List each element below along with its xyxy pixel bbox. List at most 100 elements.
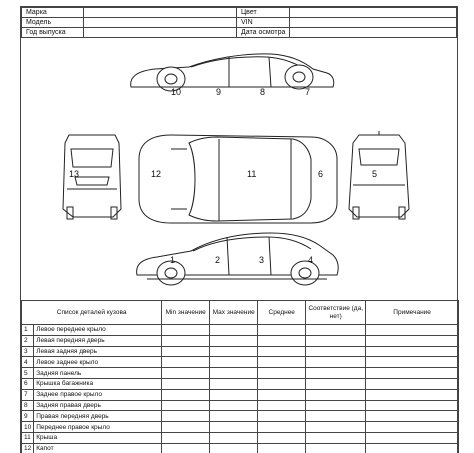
compliance-cell[interactable] [305, 421, 367, 433]
part-name: Капот [33, 442, 163, 453]
compliance-cell[interactable] [305, 410, 367, 423]
note-cell[interactable] [365, 334, 459, 347]
row-number: 10 [20, 421, 35, 433]
average-cell[interactable] [257, 377, 307, 390]
inspection-date-field[interactable] [289, 27, 457, 38]
column-header-compliance: Соответствие (да, нет) [305, 300, 367, 325]
min-value-cell[interactable] [161, 324, 211, 336]
note-cell[interactable] [365, 377, 459, 390]
part-name: Левое заднее крыло [33, 356, 163, 369]
max-value-cell[interactable] [209, 388, 259, 401]
row-number: 1 [20, 324, 35, 336]
row-number: 2 [20, 334, 35, 347]
min-value-cell[interactable] [161, 431, 211, 444]
row-number: 4 [20, 356, 35, 369]
min-value-cell[interactable] [161, 410, 211, 423]
average-cell[interactable] [257, 421, 307, 433]
note-cell[interactable] [365, 356, 459, 369]
average-cell[interactable] [257, 345, 307, 358]
note-cell[interactable] [365, 324, 459, 336]
info-row: Год выпуска Дата осмотра [21, 27, 457, 38]
row-number: 3 [20, 345, 35, 358]
zone-number: 6 [318, 169, 324, 179]
info-row: Модель VIN [21, 17, 457, 28]
max-value-cell[interactable] [209, 367, 259, 379]
compliance-cell[interactable] [305, 388, 367, 401]
car-left-side-view [136, 232, 339, 286]
zone-number: 5 [372, 169, 378, 179]
brand-field[interactable] [83, 7, 237, 18]
average-cell[interactable] [257, 356, 307, 369]
max-value-cell[interactable] [209, 442, 259, 453]
average-cell[interactable] [257, 367, 307, 379]
zone-number: 12 [151, 169, 162, 179]
max-value-cell[interactable] [209, 377, 259, 390]
note-cell[interactable] [365, 345, 459, 358]
note-cell[interactable] [365, 431, 459, 444]
max-value-cell[interactable] [209, 356, 259, 369]
max-value-cell[interactable] [209, 431, 259, 444]
year-field[interactable] [83, 27, 237, 38]
row-number: 11 [20, 431, 35, 444]
compliance-cell[interactable] [305, 377, 367, 390]
average-cell[interactable] [257, 410, 307, 423]
min-value-cell[interactable] [161, 345, 211, 358]
max-value-cell[interactable] [209, 324, 259, 336]
part-name: Крыша [33, 431, 163, 444]
column-header-min: Min значение [161, 300, 211, 325]
part-name: Задняя панель [33, 367, 163, 379]
table-header-row: Список деталей кузова Min значение Max з… [20, 300, 459, 325]
column-header-max: Max значение [209, 300, 259, 325]
average-cell[interactable] [257, 399, 307, 412]
max-value-cell[interactable] [209, 421, 259, 433]
average-cell[interactable] [257, 442, 307, 453]
average-cell[interactable] [257, 334, 307, 347]
min-value-cell[interactable] [161, 388, 211, 401]
color-label: Цвет [235, 7, 291, 18]
zone-number: 2 [215, 255, 221, 265]
average-cell[interactable] [257, 431, 307, 444]
vin-field[interactable] [289, 17, 457, 28]
note-cell[interactable] [365, 399, 459, 412]
min-value-cell[interactable] [161, 356, 211, 369]
min-value-cell[interactable] [161, 399, 211, 412]
compliance-cell[interactable] [305, 345, 367, 358]
min-value-cell[interactable] [161, 421, 211, 433]
compliance-cell[interactable] [305, 442, 367, 453]
inspection-sheet: Марка Цвет Модель VIN Год выпуска Дата о… [20, 6, 459, 453]
note-cell[interactable] [365, 410, 459, 423]
note-cell[interactable] [365, 367, 459, 379]
zone-number: 11 [247, 169, 257, 179]
compliance-cell[interactable] [305, 324, 367, 336]
max-value-cell[interactable] [209, 345, 259, 358]
min-value-cell[interactable] [161, 442, 211, 453]
compliance-cell[interactable] [305, 356, 367, 369]
average-cell[interactable] [257, 324, 307, 336]
average-cell[interactable] [257, 388, 307, 401]
min-value-cell[interactable] [161, 377, 211, 390]
compliance-cell[interactable] [305, 399, 367, 412]
max-value-cell[interactable] [209, 334, 259, 347]
compliance-cell[interactable] [305, 334, 367, 347]
vehicle-info-table: Марка Цвет Модель VIN Год выпуска Дата о… [21, 7, 457, 38]
color-field[interactable] [289, 7, 457, 18]
compliance-cell[interactable] [305, 367, 367, 379]
min-value-cell[interactable] [161, 334, 211, 347]
min-value-cell[interactable] [161, 367, 211, 379]
body-parts-table: Список деталей кузова Min значение Max з… [20, 300, 459, 453]
model-field[interactable] [83, 17, 237, 28]
max-value-cell[interactable] [209, 410, 259, 423]
note-cell[interactable] [365, 421, 459, 433]
max-value-cell[interactable] [209, 399, 259, 412]
compliance-cell[interactable] [305, 431, 367, 444]
note-cell[interactable] [365, 388, 459, 401]
note-cell[interactable] [365, 442, 459, 453]
